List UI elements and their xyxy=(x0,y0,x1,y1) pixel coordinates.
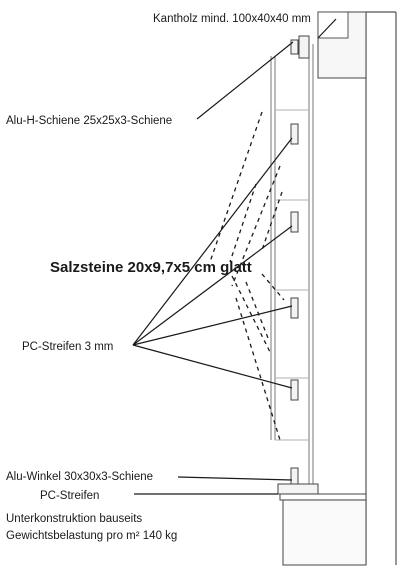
dashed-stone-lines xyxy=(209,111,285,441)
label-alu-winkel: Alu-Winkel 30x30x3-Schiene xyxy=(6,471,153,483)
label-pc-streifen-3mm: PC-Streifen 3 mm xyxy=(22,341,113,353)
leader-lines xyxy=(132,18,337,495)
base-structure xyxy=(277,483,367,566)
wall xyxy=(365,11,397,565)
label-alu-h-schiene: Alu-H-Schiene 25x25x3-Schiene xyxy=(6,115,172,127)
label-salzsteine: Salzsteine 20x9,7x5 cm glatt xyxy=(50,259,252,276)
h-rail-clips xyxy=(290,35,310,487)
kantholz-block xyxy=(317,11,367,79)
label-gewichtsbelastung: Gewichtsbelastung pro m² 140 kg xyxy=(6,530,177,542)
label-unterkonstruktion: Unterkonstruktion bauseits xyxy=(6,513,142,525)
frame-profile xyxy=(270,44,314,484)
salt-stone-wall xyxy=(275,109,309,441)
label-kantholz: Kantholz mind. 100x40x40 mm xyxy=(153,13,311,25)
label-pc-streifen: PC-Streifen xyxy=(40,490,99,502)
